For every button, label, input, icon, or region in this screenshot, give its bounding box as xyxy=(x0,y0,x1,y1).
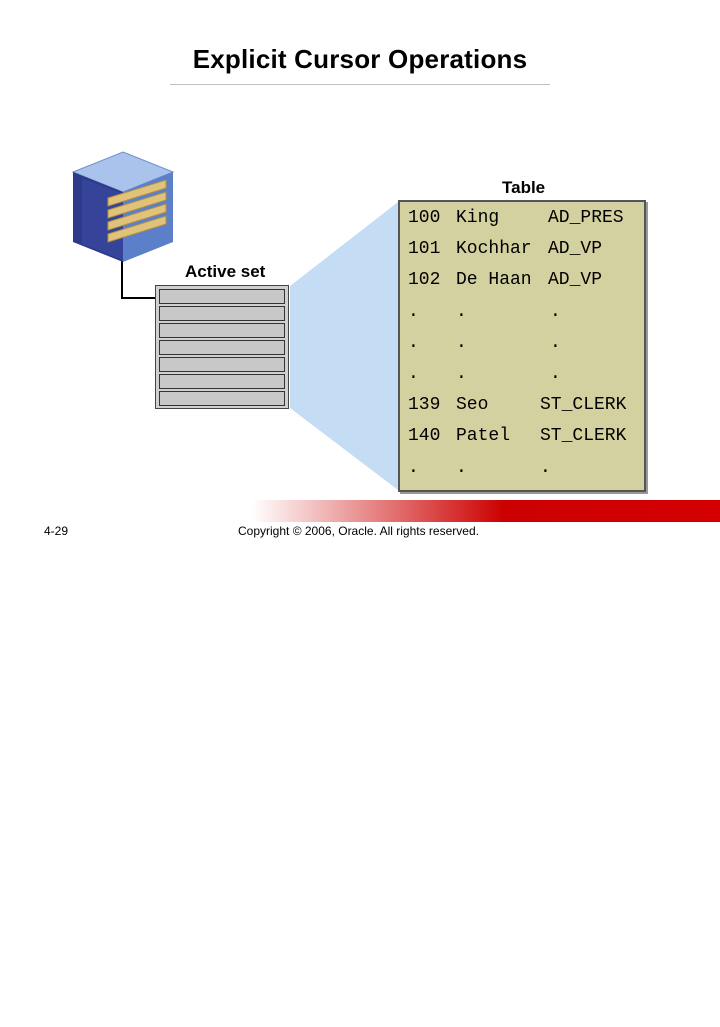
active-set-row xyxy=(159,340,285,355)
row-id: 101 xyxy=(408,239,441,260)
active-set-row xyxy=(159,374,285,389)
slide-number: 4-29 xyxy=(44,524,69,538)
row-job: ST_CLERK xyxy=(540,426,627,447)
slide-title: Explicit Cursor Operations xyxy=(192,44,528,74)
row-id: 102 xyxy=(408,270,441,291)
row-id: . xyxy=(408,332,419,353)
row-name: Patel xyxy=(456,426,511,447)
active-set-row xyxy=(159,306,285,321)
active-set-row xyxy=(159,323,285,338)
active-set-row xyxy=(159,391,285,406)
active-set-row xyxy=(159,289,285,304)
row-job: AD_VP xyxy=(548,270,603,291)
active-set-row xyxy=(159,357,285,372)
row-id: 140 xyxy=(408,426,441,447)
row-name: De Haan xyxy=(456,270,532,291)
row-id: . xyxy=(408,457,419,478)
row-name: . xyxy=(456,457,467,478)
row-job: AD_VP xyxy=(548,239,603,260)
row-id: 100 xyxy=(408,208,441,228)
row-id: . xyxy=(408,364,419,384)
row-name: . xyxy=(456,364,467,384)
row-id: . xyxy=(408,301,419,322)
copyright-text: Copyright © 2006, Oracle. All rights res… xyxy=(238,524,479,538)
row-job: . xyxy=(550,301,561,322)
row-job: . xyxy=(540,457,551,478)
table-label: Table xyxy=(502,178,546,197)
row-name: King xyxy=(456,208,500,228)
database-cube-icon xyxy=(71,151,175,262)
row-name: Seo xyxy=(456,395,489,416)
row-id: 139 xyxy=(408,395,441,416)
oracle-logo: ORACLE xyxy=(558,1006,640,1026)
footer-bar xyxy=(0,500,720,522)
row-job: ST_CLERK xyxy=(540,395,627,416)
row-name: Kochhar xyxy=(456,239,532,260)
row-job: . xyxy=(550,364,561,384)
connector-line xyxy=(121,258,155,299)
row-job: . xyxy=(550,332,561,353)
row-name: . xyxy=(456,332,467,353)
title-divider xyxy=(170,84,550,85)
row-name: . xyxy=(456,301,467,322)
active-set-label: Active set xyxy=(185,262,266,281)
active-set-box xyxy=(155,285,289,409)
projection-beam xyxy=(121,202,398,490)
row-job: AD_PRES xyxy=(548,208,624,228)
